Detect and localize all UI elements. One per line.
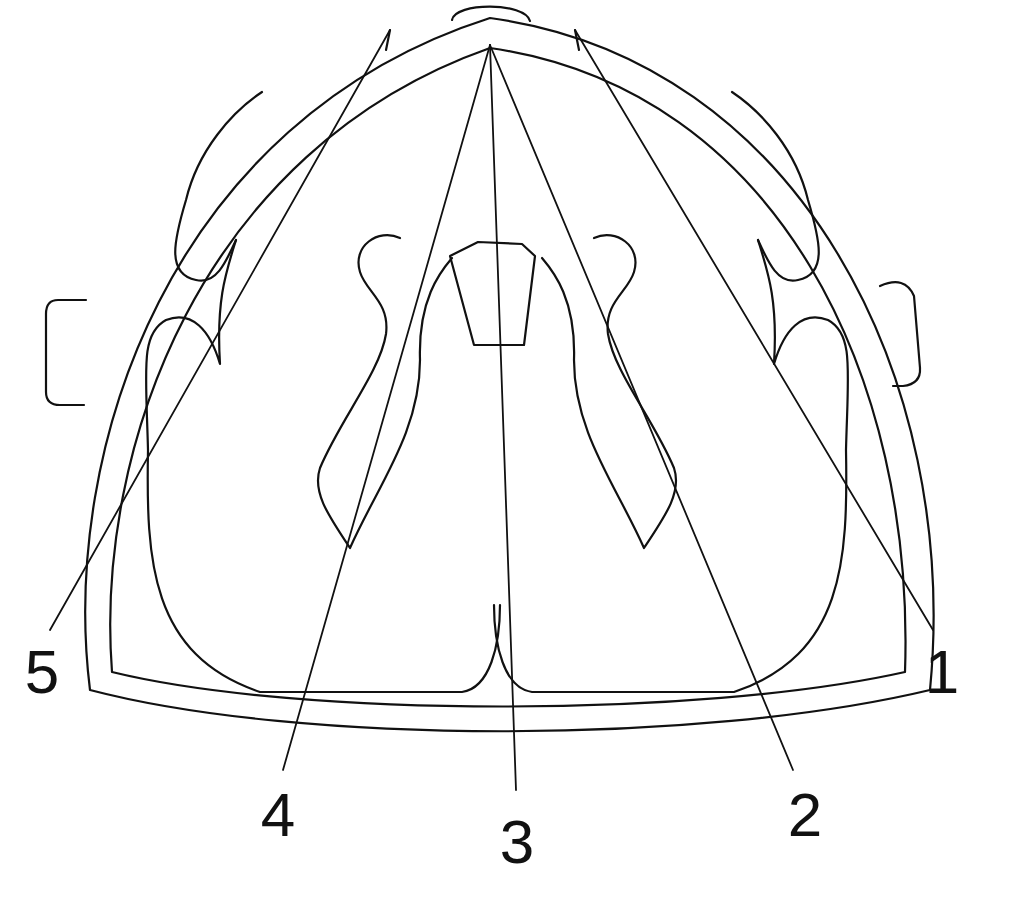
top-bump [452,7,530,21]
callout-number: 2 [788,784,822,846]
side-process [880,282,920,386]
callout-number: 4 [261,784,295,846]
callout-number: 5 [25,641,59,703]
inner-wall [110,48,905,707]
side-process [46,300,86,405]
callout-number: 1 [925,641,959,703]
leader-lines [50,30,933,790]
notochord [450,242,535,345]
left-structures [146,92,500,692]
callout-number: 3 [500,811,534,873]
